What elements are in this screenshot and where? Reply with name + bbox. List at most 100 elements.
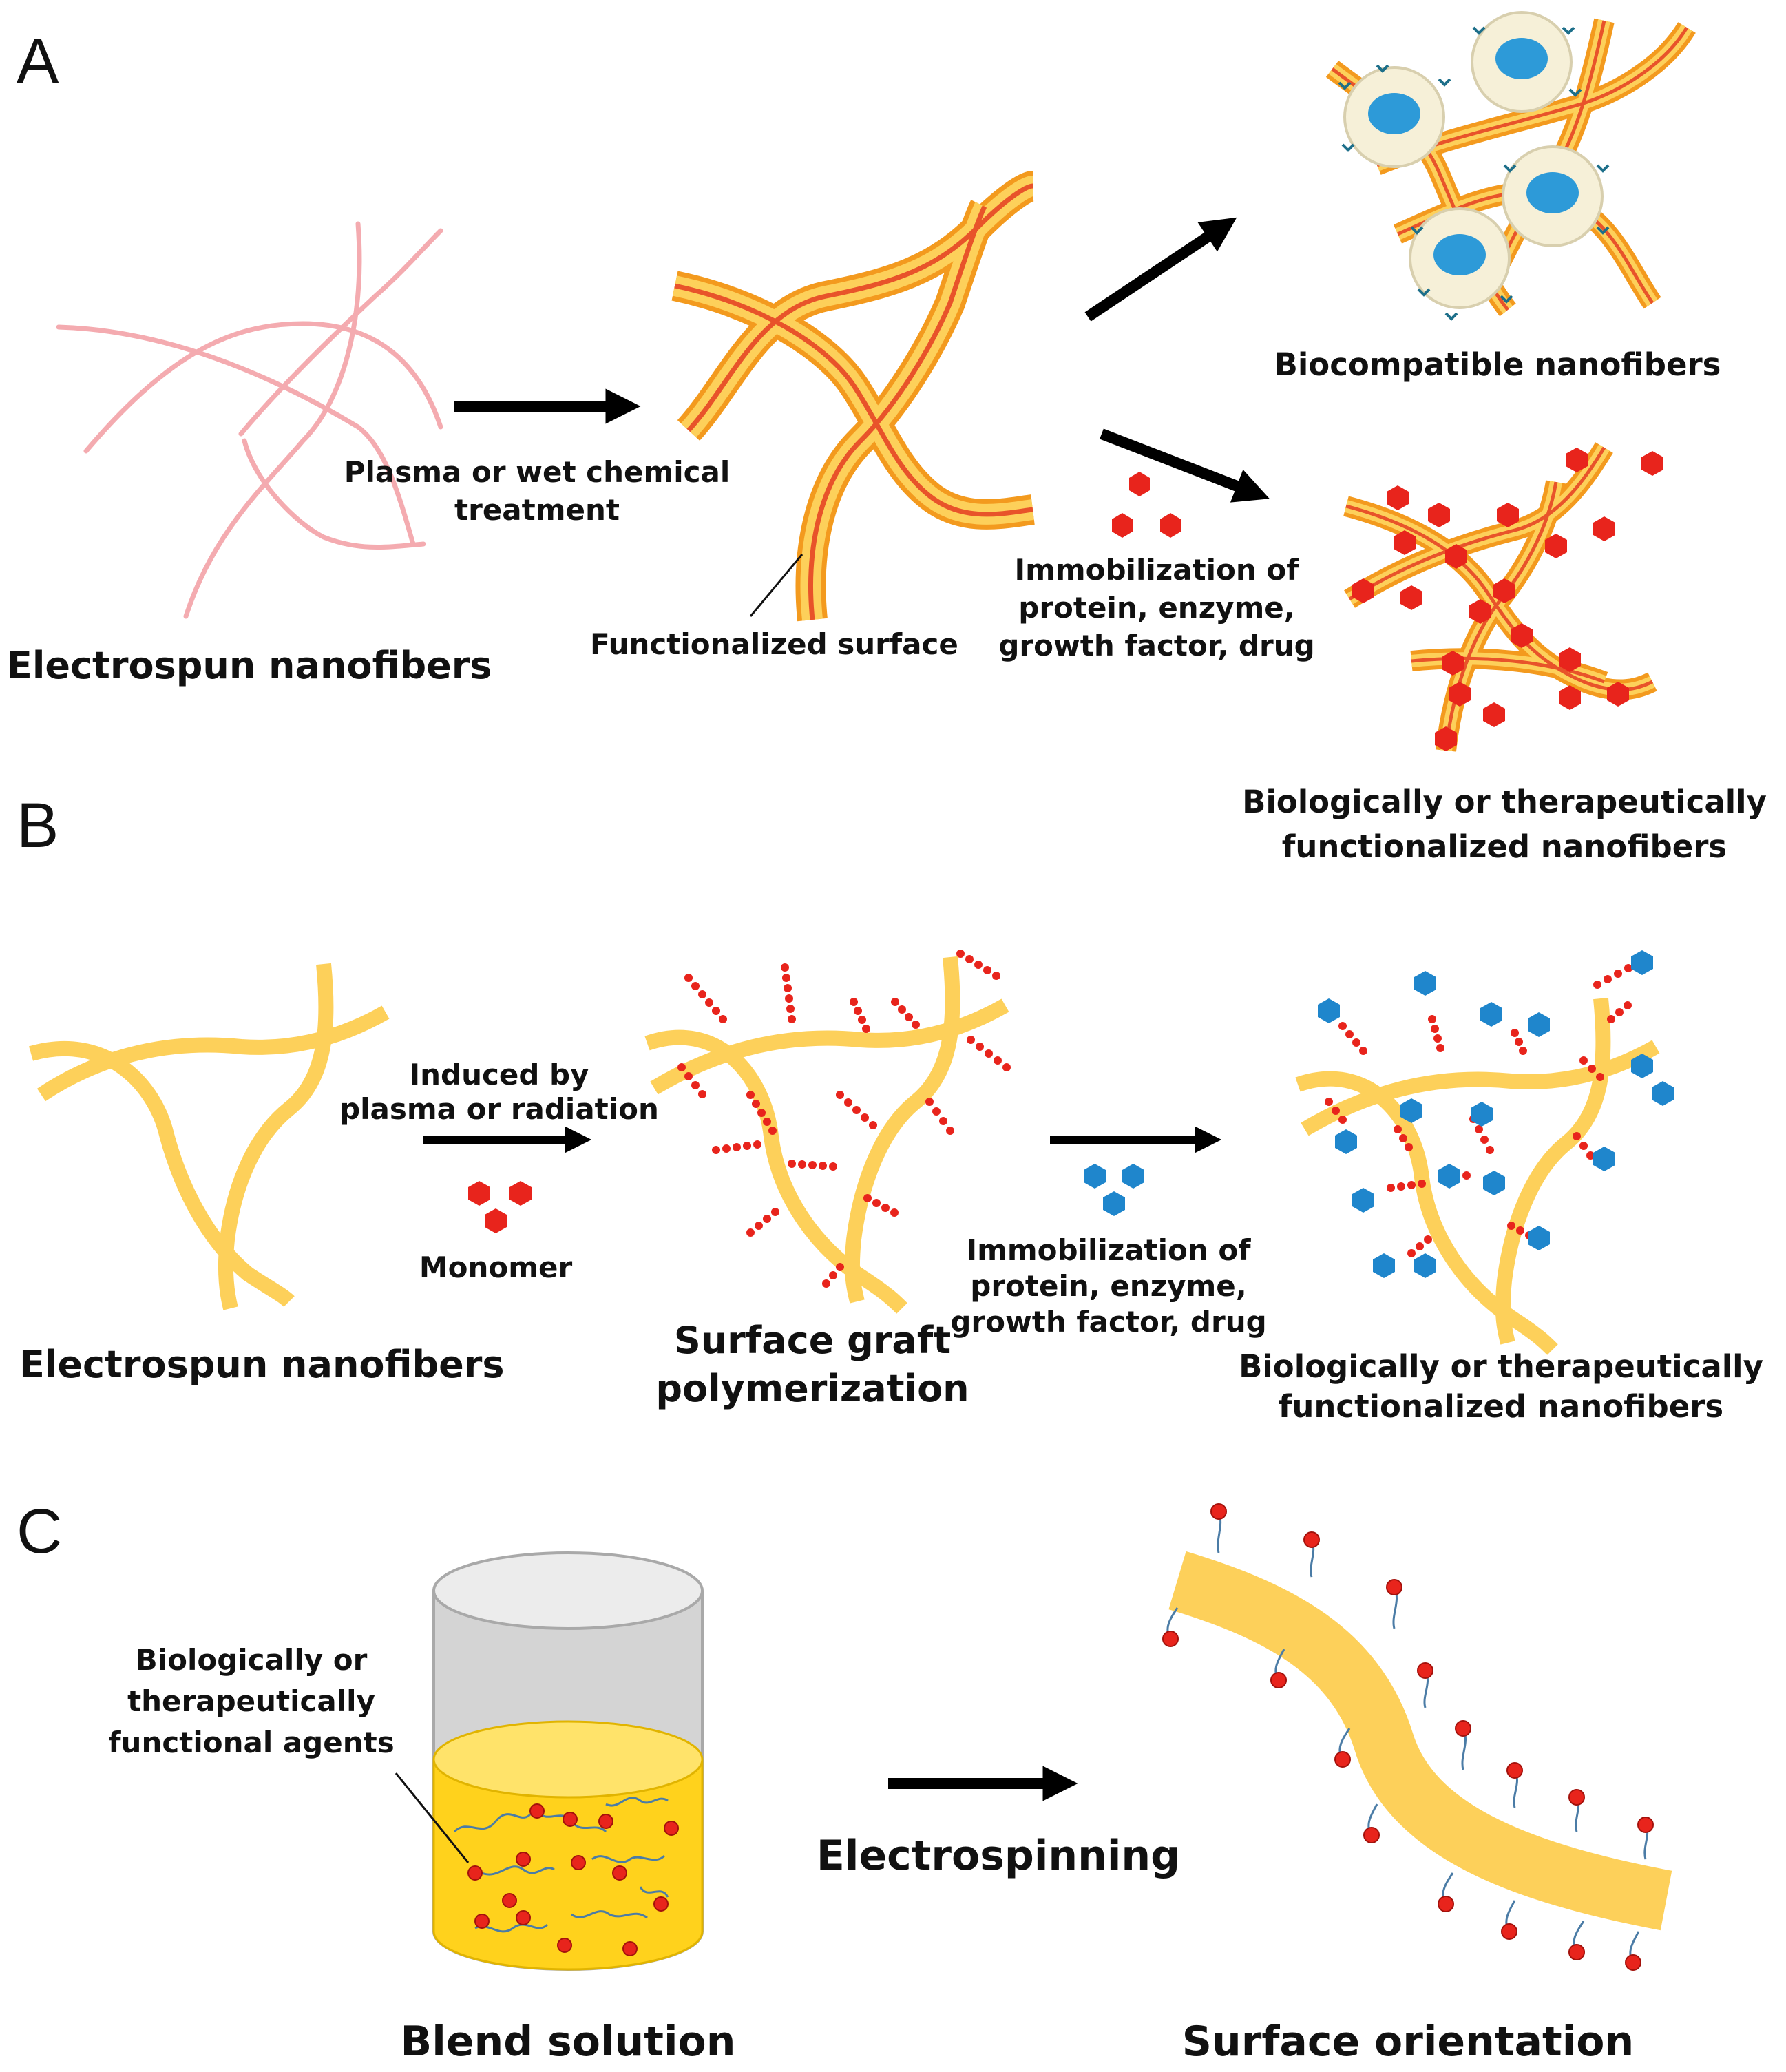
agents-label-3: functional agents — [108, 1726, 394, 1759]
molecule-hexagon — [468, 1181, 490, 1206]
polymer-chain — [684, 974, 727, 1023]
agents-leader-line — [395, 1772, 470, 1863]
molecule-hexagon — [509, 1181, 532, 1206]
molecule-hexagon — [1545, 534, 1567, 558]
beaker — [432, 1551, 704, 1971]
molecule-hexagon — [1394, 530, 1416, 555]
panel-b: B Electrospun nanofibers Induced by plas… — [17, 791, 1763, 1425]
molecule-hexagon — [1387, 485, 1409, 510]
immobilization-label-b-3: growth factor, drug — [950, 1305, 1266, 1339]
molecule-hexagon — [1160, 513, 1181, 538]
cell — [1502, 145, 1604, 247]
molecule-hexagon — [1511, 623, 1533, 648]
induced-label-2: plasma or radiation — [339, 1092, 659, 1126]
molecule-hexagon — [1493, 578, 1515, 603]
molecule-hexagon — [1449, 682, 1471, 707]
molecule-hexagon — [1593, 1147, 1615, 1171]
molecule-hexagon — [1352, 578, 1374, 603]
molecule-hexagon — [485, 1208, 507, 1233]
molecule-hexagon — [1497, 503, 1519, 527]
molecule-hexagon — [1559, 685, 1581, 710]
arrow-to-biocompatible — [1084, 217, 1237, 322]
molecule-hexagon — [1373, 1253, 1395, 1278]
treatment-label: Plasma or wet chemical — [344, 455, 731, 489]
blend-solution-label: Blend solution — [401, 2018, 736, 2066]
molecule-hexagon — [1129, 472, 1150, 496]
cell — [1343, 66, 1445, 168]
molecule-hexagon — [1435, 726, 1457, 751]
molecule-hexagon — [1607, 682, 1629, 707]
polymer-chain — [925, 1098, 954, 1135]
panel-b-letter: B — [17, 791, 59, 861]
agents-label-2: therapeutically — [127, 1684, 375, 1718]
cell — [1471, 11, 1573, 113]
polymer-chain — [788, 1160, 837, 1171]
molecule-hexagon — [1414, 1253, 1436, 1278]
functionalized-surface-label: Functionalized surface — [590, 627, 958, 661]
molecule-hexagon — [1471, 1102, 1493, 1127]
surface-orientation-label: Surface orientation — [1182, 2018, 1634, 2066]
polymer-chain — [781, 963, 796, 1023]
blue-molecules-attached — [1318, 950, 1674, 1278]
molecule-hexagon — [1631, 950, 1653, 975]
polymer-chain — [967, 1036, 1011, 1071]
electrospinning-label: Electrospinning — [817, 1832, 1180, 1880]
molecule-hexagon — [1318, 998, 1340, 1023]
molecule-hexagon — [1483, 1171, 1505, 1195]
molecule-hexagon — [1528, 1226, 1550, 1250]
immobilization-label-b: Immobilization of — [966, 1233, 1251, 1267]
grafted-fiber-network — [644, 956, 1009, 1314]
polymer-chain — [863, 1194, 899, 1217]
molecule-hexagon — [1641, 451, 1663, 476]
polymer-chain — [677, 1063, 706, 1098]
polymer-chain — [836, 1091, 877, 1129]
molecule-hexagon — [1103, 1191, 1125, 1216]
pink-fiber-network — [56, 221, 443, 619]
blend-chains — [453, 1797, 669, 1933]
graft-label-2: polymerization — [655, 1367, 969, 1410]
result-label-b-2: functionalized nanofibers — [1279, 1388, 1723, 1425]
electrospun-label-a: Electrospun nanofibers — [7, 644, 492, 687]
molecule-hexagon — [1428, 503, 1450, 527]
polymer-chain — [746, 1091, 777, 1135]
molecule-hexagon — [1112, 513, 1133, 538]
red-molecules-a — [1112, 472, 1181, 538]
blend-agents — [467, 1803, 679, 1956]
molecule-hexagon — [1084, 1164, 1106, 1189]
molecule-hexagon — [1480, 1002, 1502, 1027]
immobilization-label-a-2: protein, enzyme, — [1018, 591, 1294, 625]
functionalized-fiber-network — [671, 171, 1036, 622]
immobilization-label-a: Immobilization of — [1014, 553, 1299, 587]
cell-receptors — [1338, 26, 1610, 321]
functionalized-leader-line — [749, 554, 803, 617]
panel-c: C Biologically or therapeuticall — [17, 1496, 1672, 2066]
arrow-to-functionalized — [1100, 428, 1270, 503]
molecule-hexagon — [1122, 1164, 1144, 1189]
molecule-hexagon — [1442, 651, 1464, 676]
polymer-chain — [850, 998, 870, 1033]
polymer-chain — [746, 1208, 779, 1237]
yellow-fiber-network-b — [28, 963, 390, 1310]
panel-a: A Plasma or wet chemical treatment Elect… — [7, 11, 1767, 865]
polymer-chains-b — [677, 950, 1011, 1288]
polymer-chain — [956, 950, 1000, 980]
polymer-chain — [712, 1140, 761, 1154]
result-label-b: Biologically or therapeutically — [1239, 1348, 1763, 1385]
polymer-chain — [891, 998, 920, 1029]
molecule-hexagon — [1438, 1164, 1460, 1189]
molecule-hexagon — [1593, 516, 1615, 541]
biocompatible-label: Biocompatible nanofibers — [1274, 346, 1721, 383]
therapeutic-fiber-network-b — [1295, 997, 1660, 1355]
result-label-a-2: functionalized nanofibers — [1282, 828, 1727, 865]
panel-c-letter: C — [17, 1496, 62, 1567]
molecule-hexagon — [1528, 1012, 1550, 1037]
surface-agents — [1162, 1503, 1654, 1971]
molecule-hexagon — [1559, 647, 1581, 672]
molecule-hexagon — [1483, 702, 1505, 727]
molecule-hexagon — [1400, 1098, 1422, 1123]
monomer-molecules — [468, 1181, 532, 1233]
molecule-hexagon — [1445, 544, 1467, 569]
molecule-hexagon — [1335, 1129, 1357, 1154]
monomer-label: Monomer — [419, 1250, 573, 1284]
